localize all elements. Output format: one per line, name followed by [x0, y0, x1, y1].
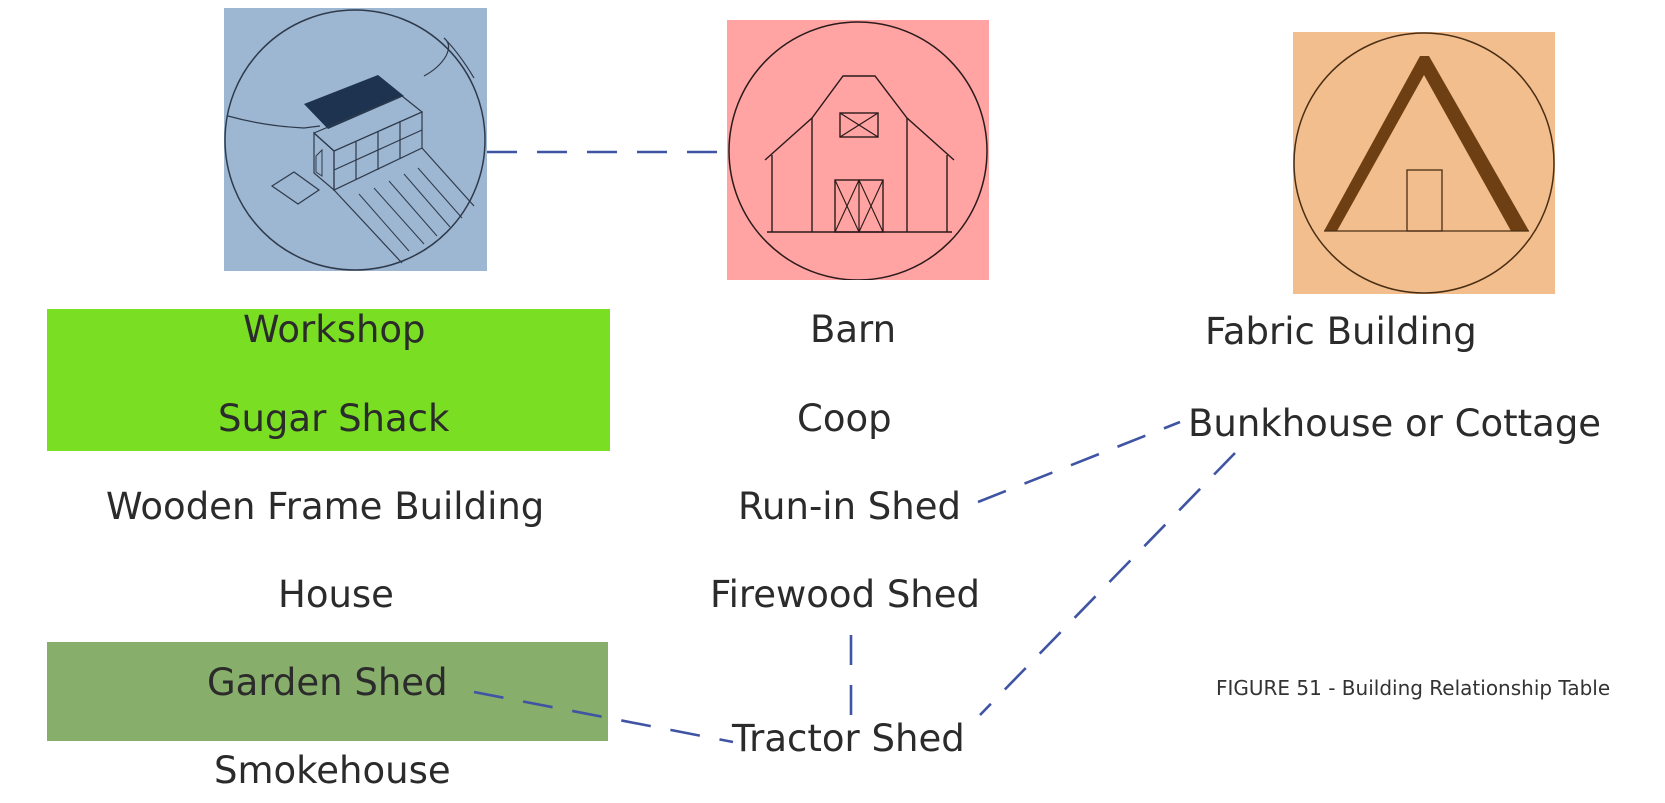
label-fabric-building: Fabric Building	[1205, 310, 1477, 353]
label-tractor-shed: Tractor Shed	[732, 717, 965, 760]
label-coop: Coop	[797, 397, 892, 440]
label-sugar-shack: Sugar Shack	[218, 397, 450, 440]
connector-runin-bunkhouse	[977, 420, 1181, 504]
fabric-building-tile	[1293, 32, 1555, 294]
connector-bunkhouse-tractor	[979, 452, 1236, 716]
label-smokehouse: Smokehouse	[214, 749, 451, 792]
workshop-tile	[224, 8, 487, 271]
label-bunkhouse-or-cottage: Bunkhouse or Cottage	[1188, 402, 1602, 445]
workshop-tile-bg	[224, 8, 487, 271]
label-workshop: Workshop	[243, 308, 426, 351]
label-house: House	[278, 573, 394, 616]
barn-icon	[727, 20, 989, 280]
label-garden-shed: Garden Shed	[207, 661, 448, 704]
figure-caption: FIGURE 51 - Building Relationship Table	[1216, 676, 1611, 700]
label-barn: Barn	[810, 308, 897, 351]
label-wooden-frame-building: Wooden Frame Building	[106, 485, 545, 528]
label-firewood-shed: Firewood Shed	[710, 573, 981, 616]
barn-tile-bg	[727, 20, 989, 280]
fabric-tile-bg	[1293, 32, 1555, 294]
a-frame-icon	[1293, 32, 1555, 294]
workshop-building-icon	[224, 8, 487, 271]
label-run-in-shed: Run-in Shed	[738, 485, 961, 528]
highlight-band-workshop-group	[47, 309, 610, 451]
barn-tile	[727, 20, 989, 280]
